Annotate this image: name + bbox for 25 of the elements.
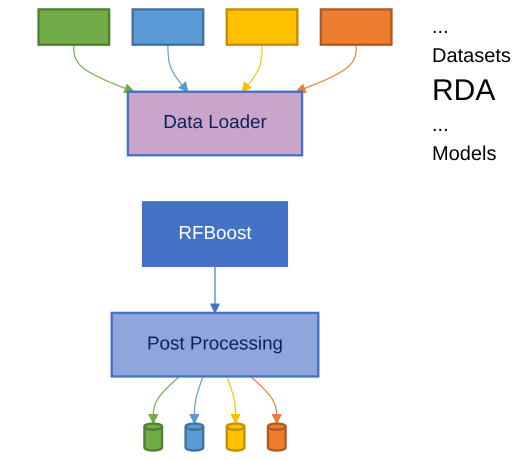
node-cube xyxy=(37,8,110,46)
arrow xyxy=(226,376,241,424)
diagram-label: Models xyxy=(432,143,498,166)
diagram-label: Datasets xyxy=(432,45,512,68)
node-cylinder xyxy=(143,422,164,452)
node-cube xyxy=(131,8,204,46)
arrow xyxy=(167,44,188,92)
diagram-label: RDA xyxy=(432,74,496,108)
node-box: RFBoost xyxy=(142,201,288,268)
node-cube xyxy=(320,8,393,46)
diagram-label: ... xyxy=(432,16,450,39)
node-box: Data Loader xyxy=(126,90,304,156)
diagram-label: ... xyxy=(432,114,450,137)
arrow xyxy=(189,376,204,424)
node-box: Post Processing xyxy=(110,312,320,378)
node-cylinder xyxy=(226,422,246,452)
arrow xyxy=(210,266,220,314)
arrow xyxy=(148,376,180,424)
arrow xyxy=(242,44,263,92)
arrow xyxy=(250,376,282,424)
node-cylinder xyxy=(266,422,287,452)
node-cube xyxy=(226,8,299,46)
arrow xyxy=(296,44,357,94)
arrow xyxy=(73,44,134,94)
node-cylinder xyxy=(184,422,204,452)
